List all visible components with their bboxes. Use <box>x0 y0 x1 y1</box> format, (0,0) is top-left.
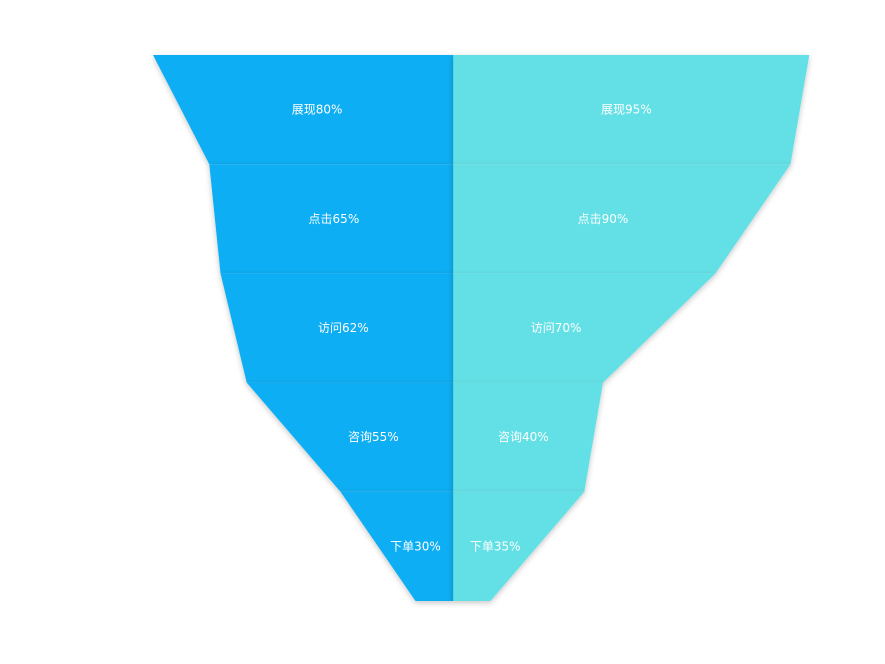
funnel-label-left-1: 展现80% <box>292 103 343 117</box>
funnel-segment-left-2[interactable] <box>209 164 453 274</box>
funnel-label-right-4: 咨询40% <box>498 429 549 444</box>
funnel-label-left-3: 访问62% <box>318 321 369 335</box>
funnel-label-right-3: 访问70% <box>531 321 582 335</box>
funnel-segment-left-1[interactable] <box>153 55 453 165</box>
funnel-segment-left-4[interactable] <box>246 382 453 492</box>
funnel-segment-right-2[interactable] <box>453 164 791 274</box>
funnel-segment-right-3[interactable] <box>453 273 716 383</box>
funnel-segment-right-5[interactable] <box>453 491 585 601</box>
funnel-labels: 展现80% 点击65% 访问62% 咨询55% 下单30% 展现95% 点击90% 访问70%… <box>292 103 652 554</box>
funnel-segment-left-3[interactable] <box>220 273 454 383</box>
funnel-segment-right-1[interactable] <box>453 55 810 165</box>
funnel-label-right-5: 下单35% <box>470 539 521 553</box>
funnel-segments <box>153 55 810 601</box>
funnel-segment-left-5[interactable] <box>340 491 454 601</box>
funnel-segment-right-4[interactable] <box>453 382 603 492</box>
funnel-label-right-2: 点击90% <box>578 212 629 226</box>
funnel-label-right-1: 展现95% <box>601 103 652 117</box>
funnel-label-left-4: 咨询55% <box>348 429 399 444</box>
funnel-label-left-5: 下单30% <box>390 539 441 553</box>
funnel-label-left-2: 点击65% <box>309 212 360 226</box>
